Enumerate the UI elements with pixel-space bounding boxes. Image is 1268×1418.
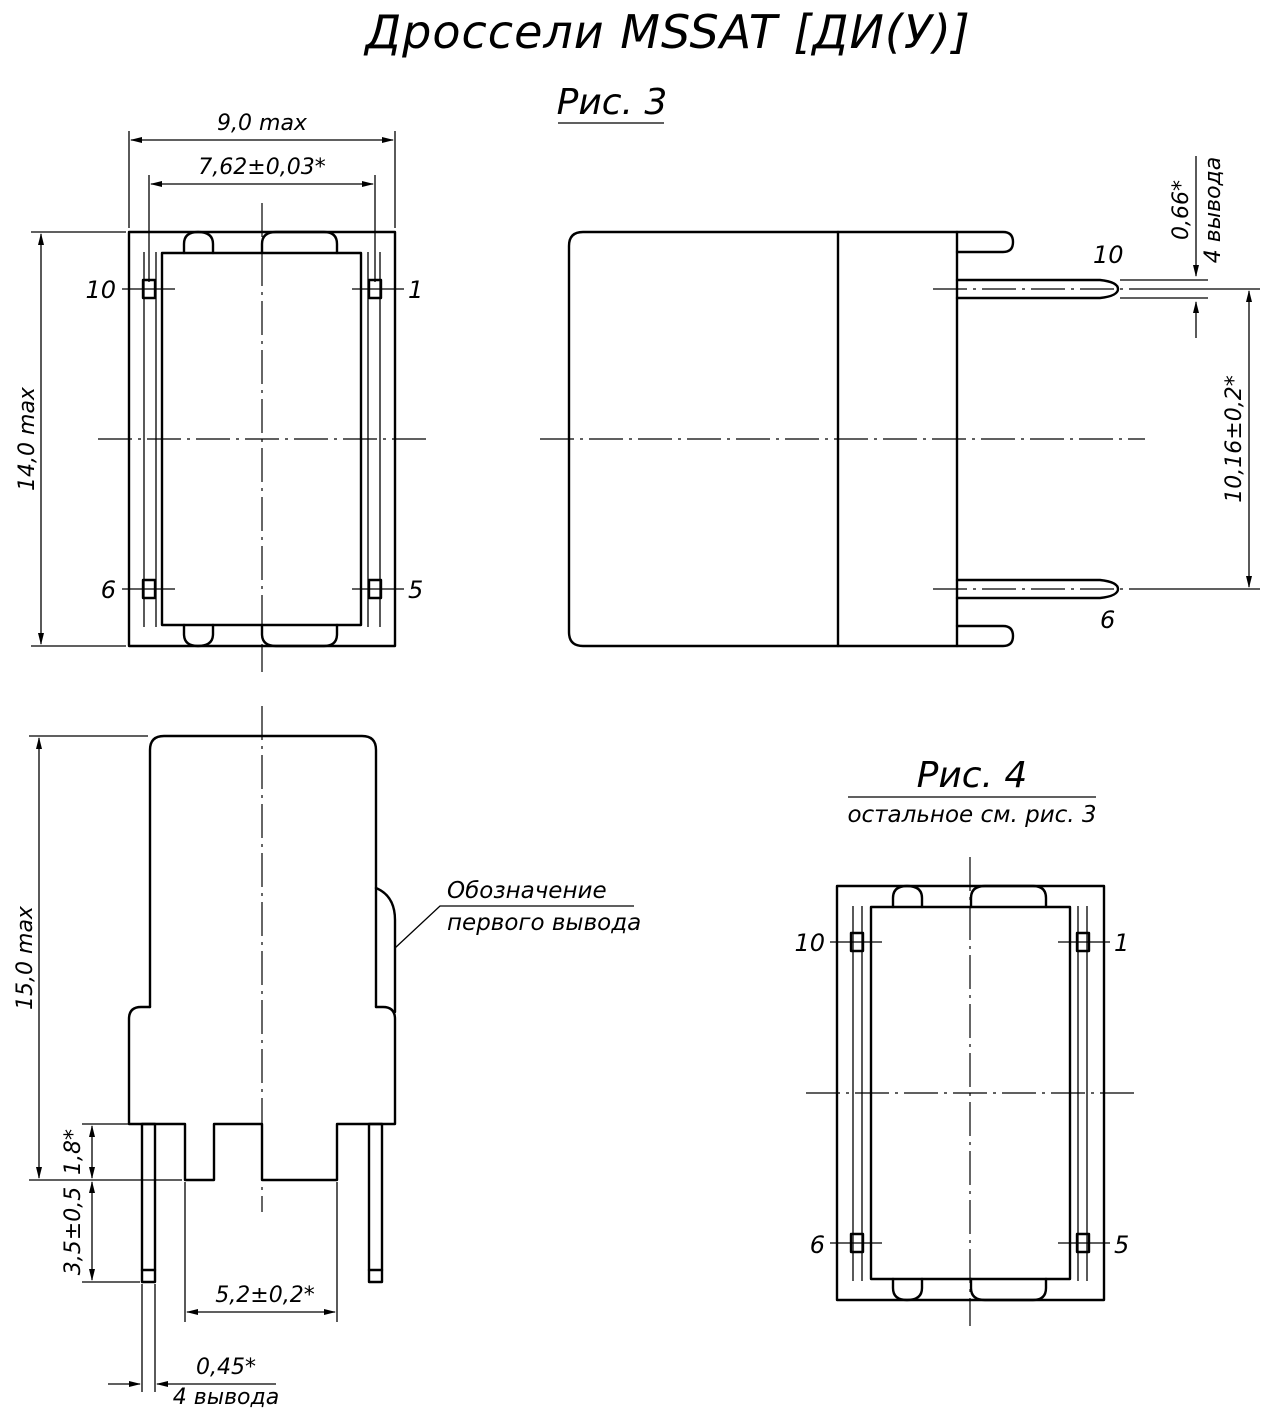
front-view-body (148, 734, 378, 1009)
dim-height-max: 14,0 max (15, 386, 40, 491)
pin-label-10: 10 (85, 276, 116, 304)
fig4-pin-label-10: 10 (794, 929, 825, 957)
top-view-bump (182, 623, 215, 648)
fig3-caption: Рис. 3 (557, 82, 668, 123)
fig4-caption: Рис. 4 (917, 755, 1028, 796)
front-lead (140, 1122, 157, 1284)
fig4-bump (969, 884, 1048, 909)
dim-pin-pitch-x: 7,62±0,03* (198, 155, 325, 180)
lead-6 (955, 578, 1120, 600)
side-view-tab (955, 624, 1015, 648)
fig4-bump (891, 1277, 924, 1302)
dim-body-height: 15,0 max (13, 905, 38, 1010)
fig3-top-view: 10 1 6 5 9,0 max 7,62±0,03* 14,0 max (15, 111, 428, 672)
pin-label-1: 1 (408, 276, 423, 304)
fig4-bump (891, 884, 924, 909)
fig4-pin-label-1: 1 (1114, 929, 1129, 957)
top-view-bump (260, 230, 339, 255)
top-view-bump (182, 230, 215, 255)
marker-note-line1: Обозначение (447, 878, 607, 904)
fig4-top-view: 10 1 6 5 (794, 857, 1136, 1326)
first-pin-marker (374, 886, 397, 1014)
dim-slot-width: 5,2±0,2* (215, 1283, 314, 1308)
marker-leader (394, 905, 634, 949)
dim-lead-count: 4 вывода (173, 1385, 279, 1410)
side-view-body (567, 230, 959, 648)
fig4-subcaption: остальное см. рис. 3 (847, 802, 1096, 828)
pin-label-6: 6 (101, 576, 116, 604)
fig3-front-view: Обозначение первого вывода 15,0 max 1,8*… (13, 706, 641, 1410)
side-pin-label-6: 6 (1100, 606, 1115, 634)
pin-label-5: 5 (408, 576, 423, 604)
side-pin-label-10: 10 (1093, 241, 1124, 269)
dim-pin-pitch-y: 10,16±0,2* (1222, 375, 1247, 502)
fig4-bump (969, 1277, 1048, 1302)
fig4-pin-label-6: 6 (810, 1231, 825, 1259)
dim-pin-dia: 0,66* (1169, 180, 1194, 240)
front-view-base (127, 1005, 397, 1182)
drawing-title: Дроссели MSSAT [ДИ(У)] (363, 5, 971, 59)
dim-standoff: 1,8* (61, 1129, 86, 1175)
dim-width-max: 9,0 max (217, 111, 308, 136)
dim-lead-width: 0,45* (196, 1355, 256, 1380)
top-view-bump (260, 623, 339, 648)
lead-10 (955, 278, 1120, 300)
front-lead (367, 1122, 384, 1284)
dim-pin-dia-count: 4 вывода (1201, 157, 1226, 263)
dim-lead-length: 3,5±0,5 (61, 1187, 86, 1275)
marker-note-line2: первого вывода (447, 910, 641, 936)
fig4-pin-label-5: 5 (1114, 1231, 1129, 1259)
side-view-tab (955, 230, 1015, 254)
fig3-side-view: 10 6 0,66* 4 вывода 10,16±0,2* (540, 156, 1260, 648)
